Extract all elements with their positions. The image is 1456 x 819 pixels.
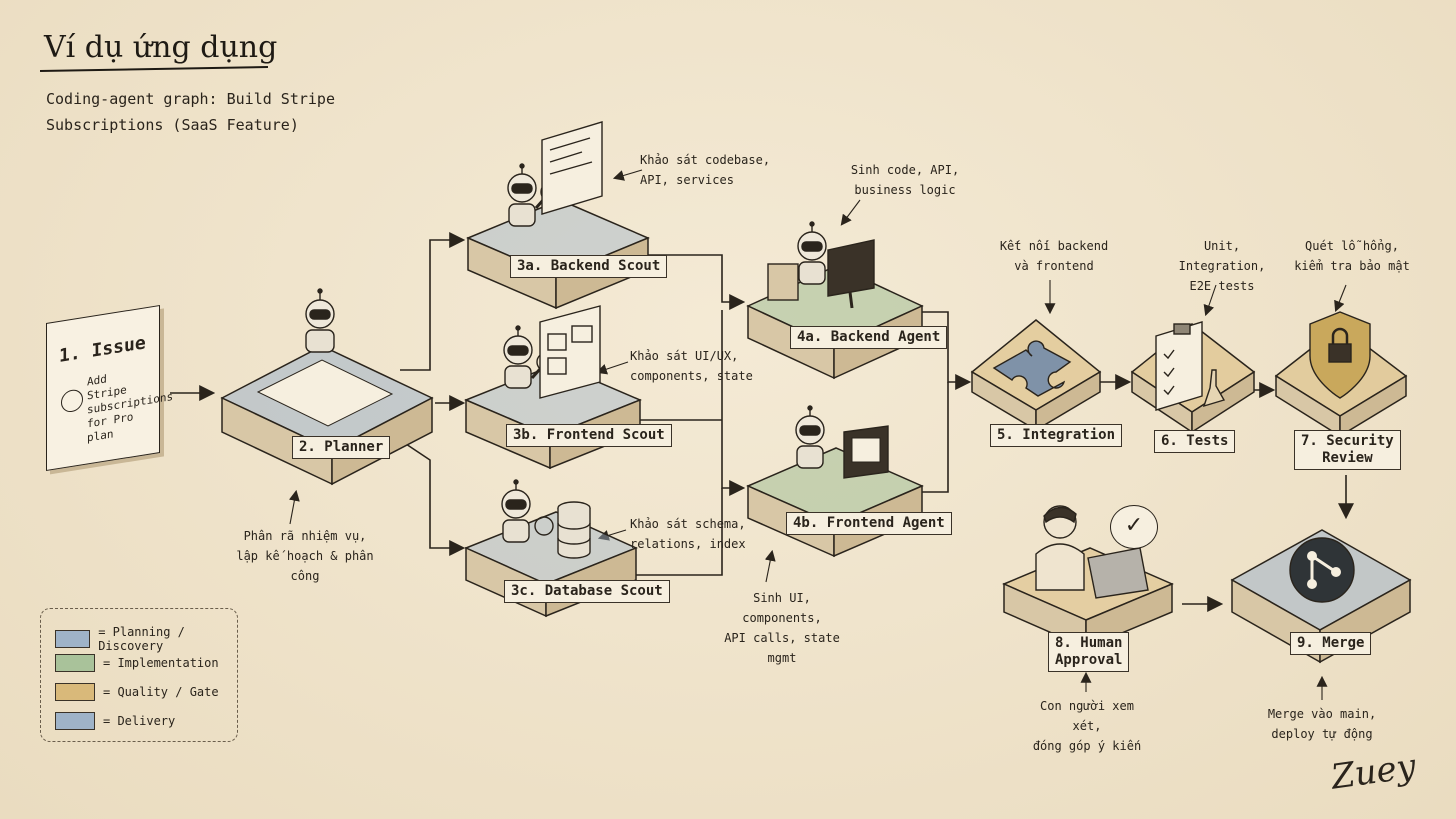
node-label-tests: 6. Tests [1154,430,1236,453]
legend-label: = Delivery [103,714,176,728]
platform-backend-scout [466,199,650,310]
robot-icon [305,288,335,353]
node-label-backend-scout: 3a. Backend Scout [510,255,668,278]
clipboard-check-icon [1155,321,1226,411]
legend-item-quality: = Quality / Gate [55,683,219,701]
legend-swatch-planning [55,630,91,648]
node-label-backend-agent: 4a. Backend Agent [790,326,948,349]
git-merge-icon [1289,537,1355,603]
note-arrow-security [1334,284,1347,313]
legend-label: = Quality / Gate [103,685,219,699]
note-planner: Phân rã nhiệm vụ, lập kế hoạch & phân cô… [236,529,374,583]
robot-magnifier-icon [501,479,554,543]
node-label-database-scout: 3c. Database Scout [504,580,670,603]
note-frontend-agent: Sinh UI, components, API calls, state mg… [724,591,840,665]
edge-planner-database-scout [399,439,466,556]
page-subtitle: Coding-agent graph: Build Stripe Subscri… [46,90,335,134]
note-human: Con người xem xét, đóng góp ý kiến [1032,699,1142,753]
checkmark-speech-bubble-icon: ✓ [1110,505,1158,549]
note-arrow-tests [1203,284,1217,317]
issue-card: 1. Issue Add Stripe subscriptions for Pr… [46,304,174,472]
page-title: Ví dụ ứng dụng [44,30,278,65]
issue-title: 1. Issue [59,332,146,367]
note-frontend-scout: Khảo sát UI/UX, components, state [630,349,753,383]
note-security: Quét lỗ hổng, kiểm tra bảo mật [1294,239,1410,273]
node-label-integration: 5. Integration [990,424,1123,447]
edge-frontend-scout-frontend-agent [721,420,746,496]
legend-item-delivery: = Delivery [55,712,175,730]
legend-item-planning: = Planning / Discovery [55,625,237,653]
note-arrow-frontend-scout [595,361,629,375]
legend-swatch-quality [55,683,95,701]
note-integration: Kết nối backend và frontend [999,239,1109,273]
legend-swatch-implementation [55,654,95,672]
edge-planner-backend-scout [400,232,466,371]
platform-planner [220,345,434,486]
edge-backend-scout-backend-agent [645,254,746,310]
note-tests: Unit, Integration, E2E tests [1178,239,1266,293]
platform-frontend-agent [746,447,924,558]
note-arrow-planner [288,489,300,525]
ui-wireframe-icon [539,305,601,399]
legend-label: = Implementation [103,656,219,670]
node-label-human-approval: 8. Human Approval [1048,632,1130,672]
node-label-merge: 9. Merge [1290,632,1372,655]
note-database-scout: Khảo sát schema, relations, index [630,517,746,551]
database-icon [557,501,591,559]
edge-backend-agent-integration [922,311,972,390]
note-arrow-database-scout [597,529,627,541]
note-backend-scout: Khảo sát codebase, API, services [640,153,771,187]
legend: = Planning / Discovery = Implementation … [40,608,238,742]
edge-frontend-agent-integration [922,382,949,493]
note-backend-agent: Sinh code, API, business logic [850,163,960,197]
issue-body: Add Stripe subscriptions for Pro plan [87,372,174,445]
note-arrow-backend-scout [612,169,643,181]
user-avatar-icon [61,388,83,414]
shield-lock-icon [1309,311,1371,399]
legend-label: = Planning / Discovery [98,625,185,653]
figures [305,121,1371,603]
connectors [170,169,1354,700]
code-window-icon [541,121,603,215]
node-label-security-review: 7. Security Review [1294,430,1401,470]
legend-swatch-delivery [55,712,95,730]
puzzle-icon [992,340,1072,397]
person-laptop-icon [1035,505,1149,599]
robot-magnifier-icon [503,325,556,389]
note-arrow-backend-agent [840,199,861,226]
node-label-frontend-agent: 4b. Frontend Agent [786,512,952,535]
note-merge: Merge vào main, deploy tự động [1267,707,1377,741]
robot-computer-icon [795,405,889,479]
node-label-planner: 2. Planner [292,436,391,459]
note-arrow-frontend-agent [764,549,776,583]
edge-database-scout-frontend-agent [635,488,723,576]
robot-computer-icon [767,221,875,309]
node-label-frontend-scout: 3b. Frontend Scout [506,424,672,447]
legend-item-implementation: = Implementation [55,654,219,672]
